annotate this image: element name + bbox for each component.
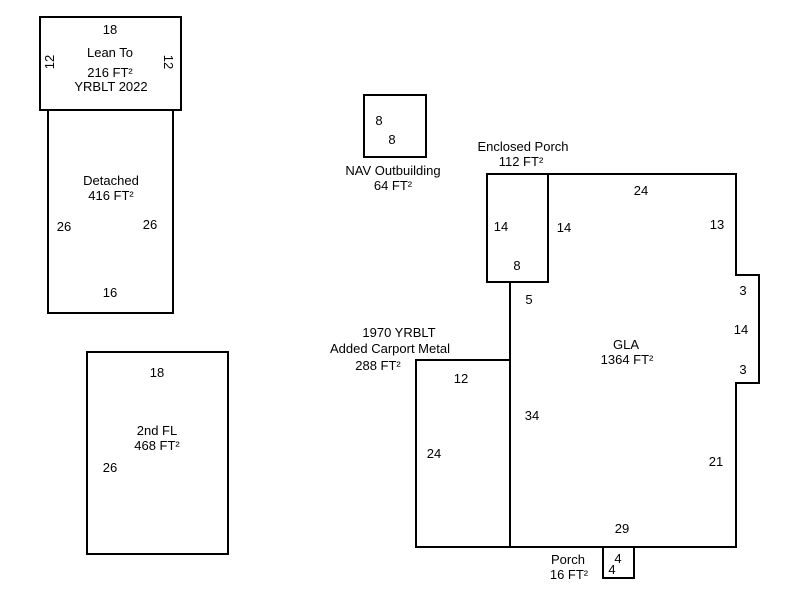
nav-outbuilding-area-text: 64 FT² bbox=[374, 178, 413, 193]
gla-right-bottom-dim: 21 bbox=[709, 454, 723, 469]
detached-bottom-dim: 16 bbox=[103, 285, 117, 300]
gla-bump-side-dim: 14 bbox=[734, 322, 748, 337]
porch-dim-a: 4 bbox=[614, 551, 621, 566]
lean-to-area-text: 216 FT² bbox=[87, 65, 133, 80]
gla-bump-bottom-dim: 3 bbox=[739, 362, 746, 377]
carport-year: 1970 YRBLT bbox=[362, 325, 435, 340]
carport-outline bbox=[415, 359, 511, 548]
porch-area-text: 16 FT² bbox=[550, 567, 589, 582]
porch-label: Porch bbox=[551, 552, 585, 567]
gla-top-dim: 24 bbox=[634, 183, 648, 198]
carport-left-dim: 24 bbox=[427, 446, 441, 461]
lean-to-right-dim: 12 bbox=[161, 55, 176, 69]
gla-label: GLA bbox=[613, 337, 639, 352]
detached-label: Detached bbox=[83, 173, 139, 188]
second-floor-area-text: 468 FT² bbox=[134, 438, 180, 453]
second-floor-outline bbox=[86, 351, 229, 555]
detached-area-text: 416 FT² bbox=[88, 188, 134, 203]
gla-right-top-dim: 13 bbox=[710, 217, 724, 232]
lean-to-year: YRBLT 2022 bbox=[74, 79, 147, 94]
enclosed-porch-left-dim: 14 bbox=[494, 219, 508, 234]
nav-outbuilding-dim-a: 8 bbox=[375, 113, 382, 128]
gla-bottom-dim: 29 bbox=[615, 521, 629, 536]
enclosed-porch-bottom-dim: 8 bbox=[513, 258, 520, 273]
lean-to-top-dim: 18 bbox=[103, 22, 117, 37]
carport-area: 1970 YRBLT Added Carport Metal 288 FT² 1… bbox=[330, 325, 511, 548]
detached-right-dim: 26 bbox=[143, 217, 157, 232]
gla-area: 24 13 3 14 3 21 29 34 5 GLA 1364 FT² bbox=[509, 173, 760, 548]
enclosed-porch-label: Enclosed Porch bbox=[477, 139, 568, 154]
nav-outbuilding-dim-b: 8 bbox=[388, 132, 395, 147]
lean-to-area: 18 12 12 Lean To 216 FT² YRBLT 2022 bbox=[39, 16, 182, 111]
gla-outline bbox=[509, 173, 760, 548]
nav-outbuilding-label: NAV Outbuilding bbox=[345, 163, 440, 178]
lean-to-left-dim: 12 bbox=[42, 55, 57, 69]
detached-left-dim: 26 bbox=[57, 219, 71, 234]
porch-outline bbox=[602, 546, 635, 579]
nav-outbuilding-outline bbox=[363, 94, 427, 158]
enclosed-porch-outline bbox=[486, 173, 549, 283]
nav-outbuilding-area: 8 8 NAV Outbuilding 64 FT² bbox=[345, 94, 441, 193]
porch-dim-b: 4 bbox=[608, 562, 615, 577]
detached-area: Detached 416 FT² 26 26 16 bbox=[47, 109, 174, 314]
gla-bump-top-dim: 3 bbox=[739, 283, 746, 298]
second-floor-left-dim: 26 bbox=[103, 460, 117, 475]
carport-label: Added Carport Metal bbox=[330, 341, 450, 356]
second-floor-label: 2nd FL bbox=[137, 423, 177, 438]
gla-left-top-dim: 5 bbox=[525, 292, 532, 307]
enclosed-porch-right-dim: 14 bbox=[557, 220, 571, 235]
second-floor-top-dim: 18 bbox=[150, 365, 164, 380]
enclosed-porch-area: Enclosed Porch 112 FT² 14 14 8 bbox=[477, 139, 571, 283]
detached-outline bbox=[47, 109, 174, 314]
porch-area: 4 4 Porch 16 FT² bbox=[550, 546, 635, 582]
carport-area-text: 288 FT² bbox=[355, 358, 401, 373]
carport-top-dim: 12 bbox=[454, 371, 468, 386]
gla-left-dim: 34 bbox=[525, 408, 539, 423]
gla-area-text: 1364 FT² bbox=[601, 352, 654, 367]
lean-to-label: Lean To bbox=[87, 45, 133, 60]
enclosed-porch-area-text: 112 FT² bbox=[499, 154, 544, 169]
second-floor-area: 18 2nd FL 468 FT² 26 bbox=[86, 351, 229, 555]
